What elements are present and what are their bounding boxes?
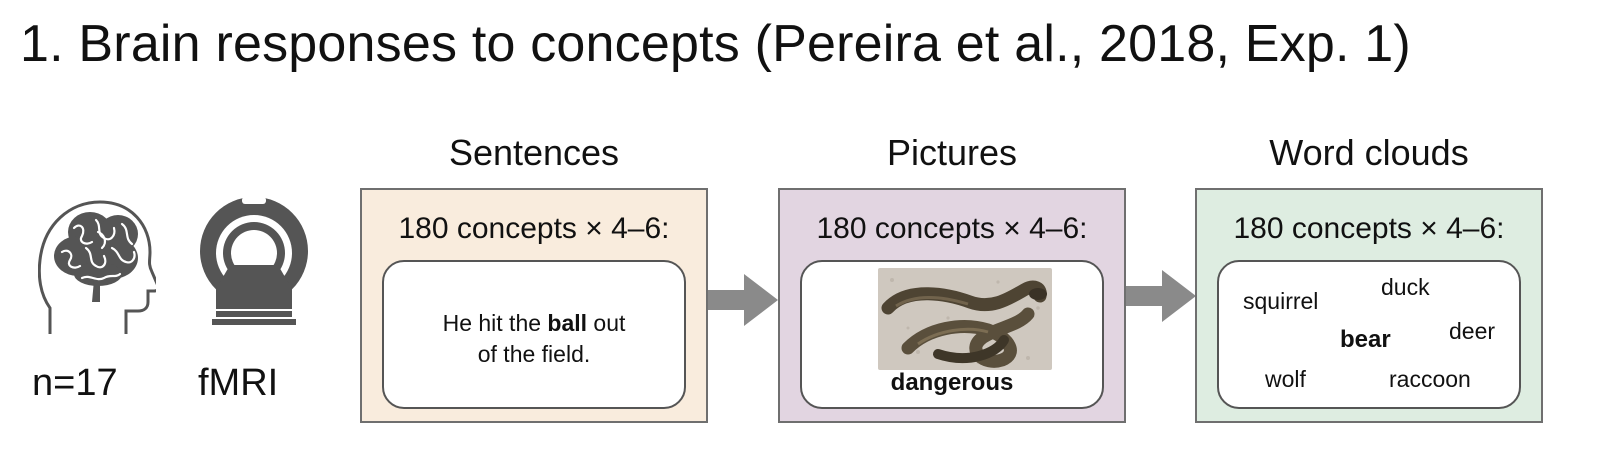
sentence-card: He hit the ball out of the field. bbox=[382, 260, 686, 409]
arrow-right-icon bbox=[708, 274, 780, 326]
sentences-subtitle: 180 concepts × 4–6: bbox=[398, 212, 670, 245]
example-sentence: He hit the ball out of the field. bbox=[442, 310, 626, 367]
mri-scanner-icon bbox=[198, 193, 310, 331]
method-label: fMRI bbox=[198, 362, 279, 404]
pictures-panel: 180 concepts × 4–6: dangerous bbox=[778, 188, 1126, 423]
word-clouds-subtitle: 180 concepts × 4–6: bbox=[1233, 212, 1505, 245]
cloud-word: duck bbox=[1381, 274, 1430, 300]
sentences-panel: 180 concepts × 4–6: He hit the ball out … bbox=[360, 188, 708, 423]
picture-concept-word: dangerous bbox=[890, 369, 1014, 396]
picture-card: dangerous bbox=[800, 260, 1104, 409]
word-cloud-card: squirrel duck bear deer wolf raccoon bbox=[1217, 260, 1521, 409]
pictures-subtitle: 180 concepts × 4–6: bbox=[816, 212, 1088, 245]
sentences-title: Sentences bbox=[448, 132, 620, 173]
cloud-center-word: bear bbox=[1340, 326, 1391, 353]
cloud-word: raccoon bbox=[1389, 366, 1471, 392]
figure-title: 1. Brain responses to concepts (Pereira … bbox=[20, 15, 1411, 73]
cloud-word: wolf bbox=[1265, 366, 1306, 392]
participants-label: n=17 bbox=[32, 362, 118, 404]
cloud-word: squirrel bbox=[1243, 288, 1319, 314]
word-clouds-panel: 180 concepts × 4–6: squirrel duck bear d… bbox=[1195, 188, 1543, 423]
arrow-right-icon bbox=[1126, 270, 1198, 322]
snake-photo bbox=[878, 268, 1052, 370]
head-brain-icon bbox=[37, 198, 160, 336]
target-word: ball bbox=[547, 310, 588, 336]
pictures-title: Pictures bbox=[886, 132, 1018, 173]
cloud-word: deer bbox=[1449, 318, 1496, 344]
word-clouds-title: Word clouds bbox=[1269, 132, 1469, 173]
